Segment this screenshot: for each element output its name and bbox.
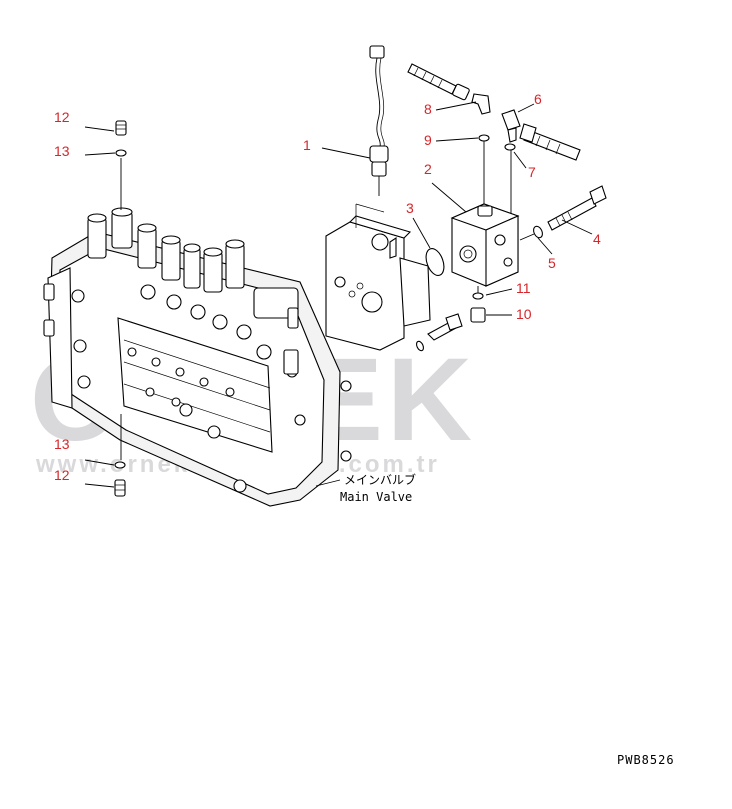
- bolt-and-washer: [519, 185, 607, 255]
- callout-11: 11: [516, 280, 531, 296]
- callout-12-bottom: 12: [54, 467, 70, 483]
- callout-12-top: 12: [54, 109, 70, 125]
- callouts: 1 2 3 4 5 6 7 8 9 10 11 12 13 13 12: [54, 91, 601, 483]
- callout-10: 10: [516, 306, 532, 322]
- valve-block: [431, 140, 520, 296]
- main-valve-leader: [315, 479, 341, 487]
- plug-top-left: [84, 120, 127, 210]
- callout-8: 8: [424, 101, 432, 117]
- main-valve-label-jp: メインバルブ: [344, 472, 416, 487]
- gasket: [412, 217, 445, 276]
- plug-and-oring-right: [416, 288, 513, 352]
- callout-5: 5: [548, 255, 556, 271]
- main-valve-label-en: Main Valve: [340, 490, 412, 504]
- callout-2: 2: [424, 161, 432, 177]
- hose-and-elbow: [407, 63, 491, 142]
- callout-9: 9: [424, 132, 432, 148]
- callout-7: 7: [528, 164, 536, 180]
- spool-caps: [87, 207, 299, 319]
- callout-6: 6: [534, 91, 542, 107]
- callout-13-top: 13: [54, 143, 70, 159]
- callout-13-bottom: 13: [54, 436, 70, 452]
- pressure-sensor: [321, 45, 389, 196]
- plug-bottom-left: [84, 414, 126, 497]
- callout-3: 3: [406, 200, 414, 216]
- callout-4: 4: [593, 231, 601, 247]
- side-cover-block: [325, 203, 431, 351]
- fitting-and-hose-right: [501, 103, 581, 169]
- main-valve-assembly: [43, 207, 352, 507]
- valve-bolts: [71, 284, 352, 493]
- callout-1: 1: [303, 137, 311, 153]
- drawing-reference: PWB8526: [617, 753, 675, 767]
